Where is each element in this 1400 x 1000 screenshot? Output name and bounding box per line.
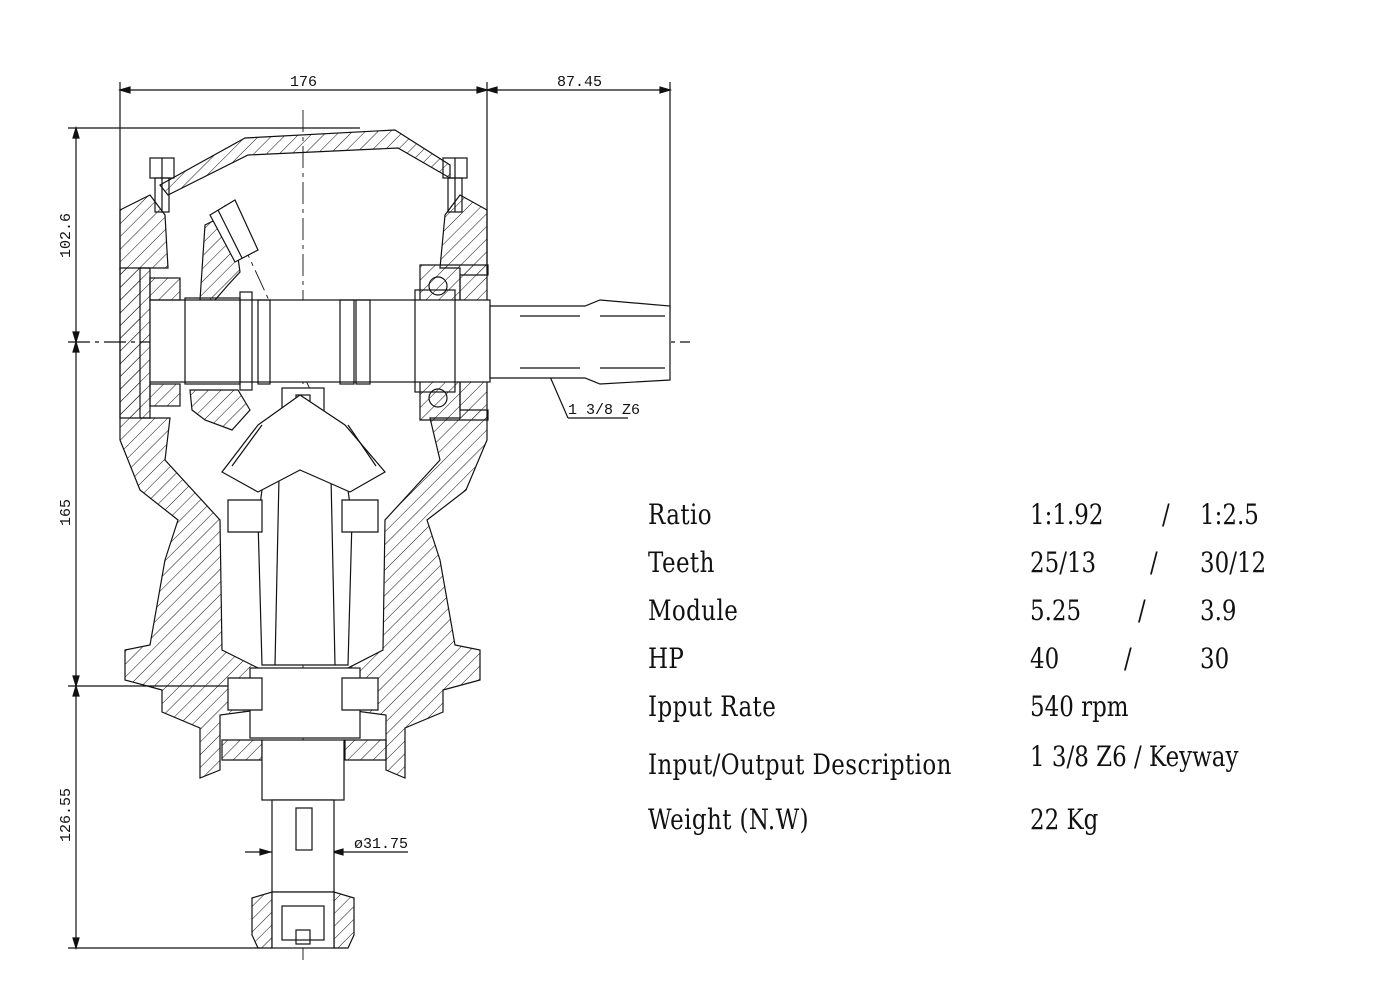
spec-label-teeth: Teeth: [648, 546, 715, 579]
spec-label-hp: HP: [648, 642, 685, 675]
spec-sep-ratio: /: [1162, 498, 1170, 531]
spec-value-weight: 22 Kg: [1030, 803, 1099, 836]
spec-label-io-description: Input/Output Description: [648, 748, 952, 781]
dimension-labels: 176 87.45 102.6 165 126.55 ø31.75 1 3/8 …: [58, 74, 640, 853]
spec-value-input-rate: 540 rpm: [1030, 690, 1129, 723]
dim-height-upper: 102.6: [58, 213, 75, 258]
dim-shaft-diameter: ø31.75: [354, 836, 408, 853]
spec-value-module-2: 3.9: [1200, 594, 1237, 627]
dim-width-shaft: 87.45: [557, 74, 602, 91]
spec-value-module-1: 5.25: [1030, 594, 1082, 627]
spline-note: 1 3/8 Z6: [568, 402, 640, 419]
output-shaft: [249, 387, 361, 949]
spec-label-ratio: Ratio: [648, 498, 712, 531]
spec-sep-teeth: /: [1150, 546, 1158, 579]
cover-bolts: [149, 157, 468, 213]
dim-height-lower: 126.55: [58, 788, 75, 842]
spec-value-hp-2: 30: [1200, 642, 1230, 675]
dim-width-top: 176: [290, 74, 317, 91]
dim-height-mid: 165: [58, 499, 75, 526]
input-shaft: [149, 276, 671, 408]
spec-value-io-description: 1 3/8 Z6 / Keyway: [1030, 740, 1239, 773]
spec-value-ratio-1: 1:1.92: [1030, 498, 1104, 531]
spec-value-teeth-1: 25/13: [1030, 546, 1097, 579]
bevel-gear-lower: [221, 394, 386, 711]
spec-value-hp-1: 40: [1030, 642, 1060, 675]
spec-sep-hp: /: [1124, 642, 1132, 675]
spec-value-teeth-2: 30/12: [1200, 546, 1267, 579]
bevel-gear-upper: [209, 199, 259, 263]
spec-label-module: Module: [648, 594, 739, 627]
spec-label-weight: Weight (N.W): [648, 803, 810, 836]
spec-sep-module: /: [1138, 594, 1146, 627]
spec-value-ratio-2: 1:2.5: [1200, 498, 1259, 531]
spec-label-input-rate: Ipput Rate: [648, 690, 777, 723]
